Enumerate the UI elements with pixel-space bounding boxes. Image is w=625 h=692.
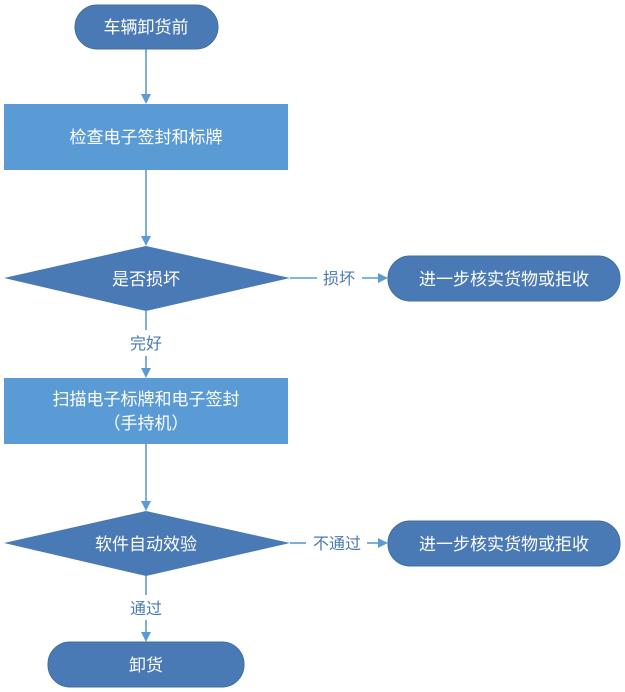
unload-node-label: 卸货 — [129, 656, 163, 676]
scan-label-line2: （手持机） — [104, 414, 189, 434]
edge-label-damaged: 损坏 — [323, 269, 355, 288]
further-check-node-2: 进一步核实货物或拒收 — [387, 520, 621, 567]
decision-damage-label: 是否损坏 — [112, 270, 180, 290]
edge-label-fail: 不通过 — [313, 534, 361, 553]
scan-label-line1: 扫描电子标牌和电子签封 — [53, 390, 240, 410]
decision-verify-label: 软件自动效验 — [95, 535, 197, 555]
start-node: 车辆卸货前 — [74, 4, 219, 50]
start-node-label: 车辆卸货前 — [104, 18, 189, 38]
edge-label-intact: 完好 — [130, 334, 162, 353]
decision-verify: 软件自动效验 — [4, 511, 290, 576]
edge-label-pass: 通过 — [130, 599, 162, 618]
arrowhead-damage — [378, 273, 388, 283]
arrowhead-intact — [141, 368, 151, 378]
check-seal-process: 检查电子签封和标牌 — [4, 104, 288, 170]
arrowhead-pass — [141, 632, 151, 642]
arrowhead-scan-to-verify — [141, 501, 151, 511]
decision-damage: 是否损坏 — [4, 246, 290, 311]
connectors — [141, 49, 388, 642]
further-check-1-label: 进一步核实货物或拒收 — [419, 270, 589, 290]
scan-process: 扫描电子标牌和电子签封 （手持机） — [4, 378, 288, 444]
further-check-node-1: 进一步核实货物或拒收 — [387, 255, 621, 302]
unload-node: 卸货 — [47, 641, 245, 688]
further-check-2-label: 进一步核实货物或拒收 — [419, 535, 589, 555]
arrowhead-start-to-check — [141, 94, 151, 104]
arrowhead-check-to-decision — [141, 236, 151, 246]
check-seal-label: 检查电子签封和标牌 — [70, 128, 223, 148]
arrowhead-fail — [378, 538, 388, 548]
